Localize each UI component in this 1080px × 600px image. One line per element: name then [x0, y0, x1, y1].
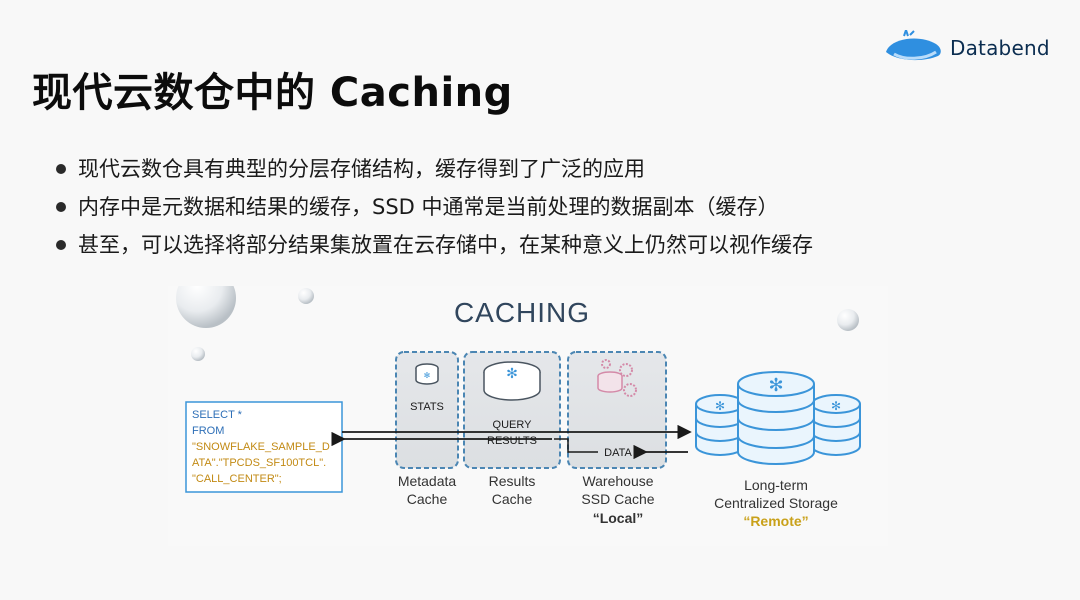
data-connector	[554, 438, 598, 453]
warehouse-ssd-panel	[567, 351, 667, 469]
diagram-heading: CACHING	[454, 297, 590, 328]
query-results-db-icon: ✻	[483, 361, 541, 401]
svg-text:✻: ✻	[506, 365, 518, 381]
bullet-item: 内存中是元数据和结果的缓存，SSD 中通常是当前处理的数据副本（缓存）	[54, 188, 813, 226]
bullet-list: 现代云数仓具有典型的分层存储结构，缓存得到了广泛的应用 内存中是元数据和结果的缓…	[54, 150, 813, 264]
storage-caption: Centralized Storage	[714, 495, 838, 511]
logo-text: Databend	[950, 36, 1050, 60]
stats-label: STATS	[410, 401, 444, 413]
bullet-item: 甚至，可以选择将部分结果集放置在云存储中，在某种意义上仍然可以视作缓存	[54, 226, 813, 264]
warehouse-gears-icon	[597, 359, 637, 397]
sql-line: "SNOWFLAKE_SAMPLE_D	[192, 441, 330, 453]
caching-diagram: CACHING SELECT * FROM "SNOWFLAKE_SAMPLE_…	[168, 268, 888, 546]
warehouse-caption: Warehouse	[582, 473, 653, 489]
sql-line: FROM	[192, 425, 224, 437]
sql-line: ATA"."TPCDS_SF100TCL".	[192, 457, 326, 469]
svg-text:✻: ✻	[768, 375, 783, 395]
bubble-decoration	[298, 288, 314, 304]
databend-logo: Databend	[884, 26, 1064, 64]
results-label: RESULTS	[487, 435, 537, 447]
storage-remote-caption: “Remote”	[743, 513, 808, 529]
remote-storage-icon: ✻ ✻ ✻	[695, 371, 861, 465]
svg-text:✻: ✻	[424, 371, 431, 380]
metadata-caption: Cache	[407, 491, 448, 507]
data-label: DATA	[604, 447, 632, 459]
bubble-decoration	[837, 309, 859, 331]
bullet-item: 现代云数仓具有典型的分层存储结构，缓存得到了广泛的应用	[54, 150, 813, 188]
metadata-caption: Metadata	[398, 473, 457, 489]
warehouse-local-caption: “Local”	[593, 510, 644, 526]
results-caption: Cache	[492, 491, 533, 507]
whale-icon	[886, 26, 941, 61]
storage-caption: Long-term	[744, 477, 808, 493]
results-caption: Results	[489, 473, 536, 489]
sql-line: "CALL_CENTER";	[192, 473, 282, 485]
stats-db-icon: ✻	[415, 363, 439, 385]
page-title: 现代云数仓中的 Caching	[32, 70, 513, 116]
warehouse-caption: SSD Cache	[581, 491, 654, 507]
query-label: QUERY	[493, 419, 533, 431]
bubble-decoration	[191, 347, 205, 361]
svg-text:✻: ✻	[831, 399, 841, 413]
sql-line: SELECT *	[192, 409, 243, 421]
sql-query-box	[185, 401, 343, 493]
svg-text:✻: ✻	[715, 399, 725, 413]
